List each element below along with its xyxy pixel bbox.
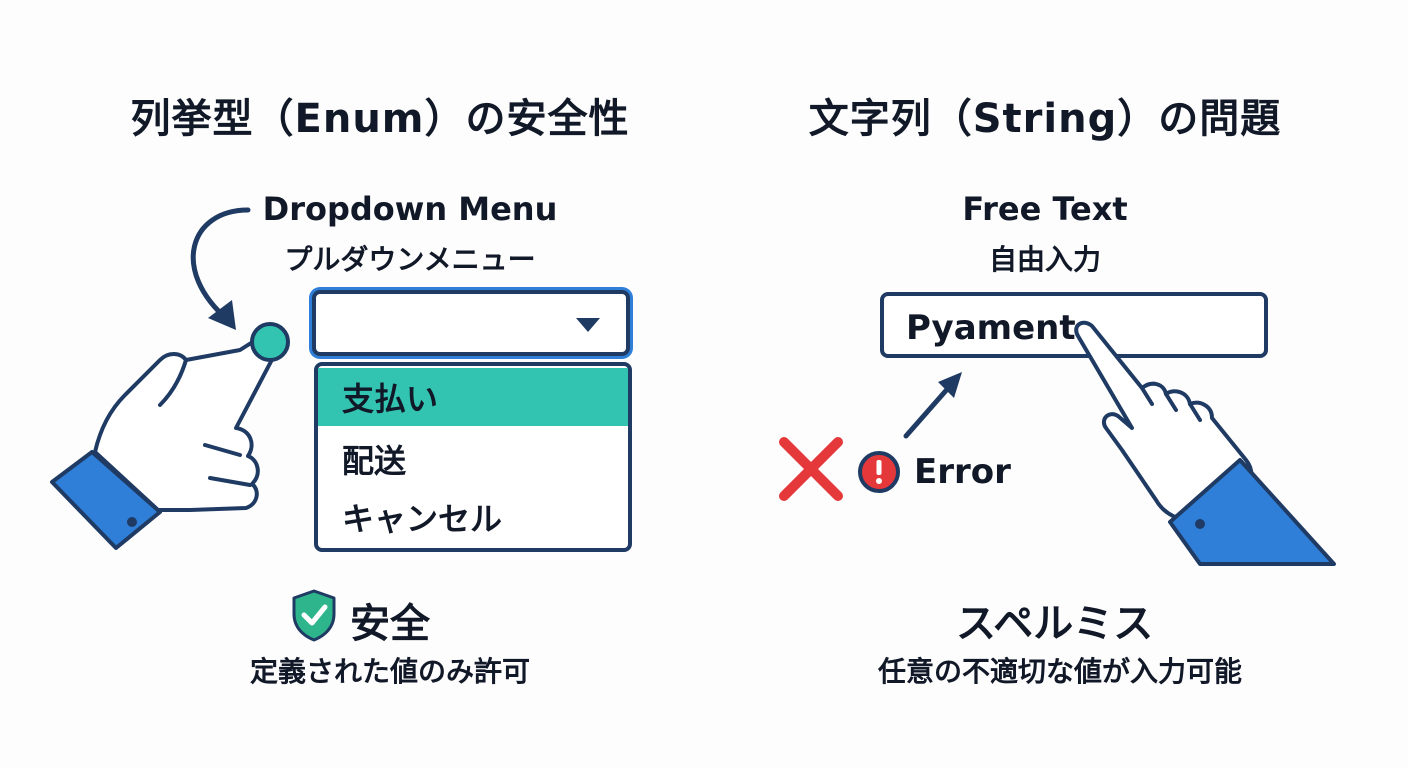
free-text-input[interactable]: Pyament: [880, 292, 1268, 358]
shield-check-icon: [292, 589, 336, 642]
right-illustration: [779, 320, 1336, 566]
dropdown-option-shipping[interactable]: 配送: [342, 442, 407, 480]
dropdown-options-list: 支払い 配送 キャンセル: [314, 362, 632, 552]
dropdown-select[interactable]: [312, 290, 630, 356]
problem-status: スペルミス: [956, 601, 1154, 647]
problem-status-description: 任意の不適切な値が入力可能: [877, 655, 1242, 688]
dropdown-label-jp: プルダウンメニュー: [284, 243, 536, 276]
dropdown-label-en: Dropdown Menu: [262, 190, 558, 228]
error-label: Error: [914, 452, 1011, 492]
arrow-up-right-icon: [903, 372, 962, 439]
textfield-label-en: Free Text: [962, 190, 1128, 228]
left-illustration: [50, 207, 290, 550]
textfield-label-jp: 自由入力: [988, 243, 1101, 276]
left-title: 列挙型（Enum）の安全性: [130, 96, 630, 142]
dropdown-option-payment[interactable]: 支払い: [318, 368, 628, 426]
pointing-hand-icon: [1074, 320, 1336, 566]
error-exclamation-icon: [858, 451, 900, 493]
x-cross-icon: [779, 437, 843, 501]
curved-arrow-icon: [190, 207, 251, 330]
safe-status-description: 定義された値のみ許可: [249, 655, 530, 688]
right-title: 文字列（String）の問題: [808, 96, 1282, 142]
pointing-hand-icon: [50, 332, 280, 550]
free-text-value: Pyament: [906, 308, 1076, 348]
dropdown-option-cancel[interactable]: キャンセル: [342, 500, 503, 538]
chevron-down-icon[interactable]: [576, 318, 600, 332]
touch-point-icon: [250, 322, 290, 362]
safe-status: 安全: [350, 601, 430, 647]
